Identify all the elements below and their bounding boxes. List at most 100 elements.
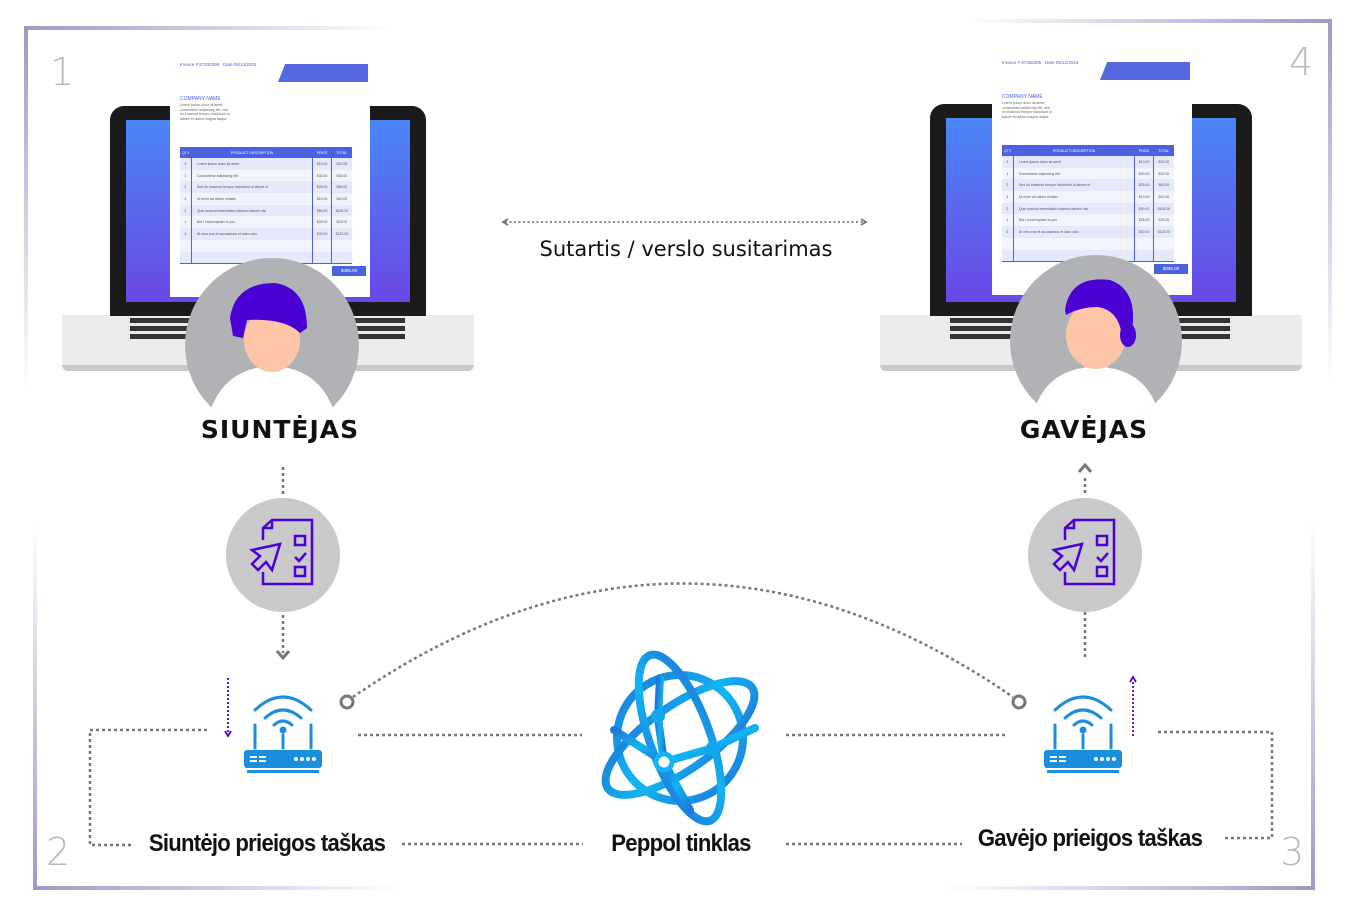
table-cell: $10.00 xyxy=(312,193,332,205)
table-cell: 2 xyxy=(180,181,192,194)
table-cell: 4 xyxy=(1002,191,1014,203)
table-cell: 2 xyxy=(180,204,192,217)
table-cell: Ut enim ad minim veniam xyxy=(1012,191,1135,203)
table-cell: $25.00 xyxy=(330,216,352,229)
table-cell: But I must explain to you xyxy=(1012,214,1135,227)
invoice-total: $395.00 xyxy=(1154,264,1188,274)
invoice-document: Invoice # 87336395 Date 05/12/2024 COMPA… xyxy=(992,50,1192,295)
document-checklist-icon-sender xyxy=(226,498,340,612)
frame-step-4 xyxy=(965,19,1332,384)
table-cell: 1 xyxy=(180,216,192,229)
table-cell: Ut enim ad minim veniam xyxy=(190,193,313,205)
receiver-label: GAVĖJAS xyxy=(1019,415,1149,444)
sender-access-point-label: Siuntėjo prieigos taškas xyxy=(148,830,386,857)
table-cell: $25.00 xyxy=(1134,214,1154,227)
table-cell: $10.00 xyxy=(1134,156,1154,168)
table-cell: Sed do eiusmod tempor incididunt ut labo… xyxy=(190,181,313,194)
table-row-empty xyxy=(1002,237,1174,250)
network-arc xyxy=(352,582,1014,699)
table-cell: $50.00 xyxy=(1134,202,1154,215)
table-cell: 4 xyxy=(180,228,192,240)
peppol-network-label: Peppol tinklas xyxy=(611,830,751,857)
table-cell: 4 xyxy=(1002,226,1014,238)
table-cell: Lorem ipsum dolor sit amet xyxy=(190,158,313,170)
person-icon xyxy=(205,283,339,432)
table-cell: $30.00 xyxy=(330,158,352,170)
sender-label: SIUNTĖJAS xyxy=(200,415,360,444)
table-cell: $30.00 xyxy=(1152,167,1174,180)
table-cell: $30.00 xyxy=(1134,226,1154,238)
router-icon-sender xyxy=(244,695,322,773)
table-cell: $25.00 xyxy=(312,181,332,194)
receiver-access-point-label: Gavėjo prieigos taškas xyxy=(977,825,1203,852)
sender-avatar xyxy=(185,258,359,432)
invoice-document: Invoice # 87330395 Date 05/12/2024 COMPA… xyxy=(170,52,370,297)
table-row-empty xyxy=(1002,249,1174,262)
table-cell: $100.00 xyxy=(330,204,352,217)
table-cell: 1 xyxy=(1002,167,1014,180)
document-checklist-icon-receiver xyxy=(1028,498,1142,612)
table-cell: Consectetur adipiscing elit xyxy=(190,169,313,182)
table-cell: 2 xyxy=(1002,179,1014,192)
table-cell: $25.00 xyxy=(312,216,332,229)
table-cell: $30.00 xyxy=(312,228,332,240)
table-cell: $10.00 xyxy=(312,158,332,170)
table-cell: Sed do eiusmod tempor incididunt ut labo… xyxy=(1012,179,1135,192)
person-icon xyxy=(1030,279,1162,427)
table-cell: $25.00 xyxy=(1134,179,1154,192)
invoice-total: $395.00 xyxy=(332,266,366,276)
table-cell: 3 xyxy=(1002,156,1014,168)
table-cell: $30.00 xyxy=(1152,156,1174,168)
agreement-label: Sutartis / verslo susitarimas xyxy=(539,237,833,261)
table-cell: $50.00 xyxy=(330,181,352,194)
globe-network-icon xyxy=(601,650,759,826)
table-cell: At vero eos et accusamus et iusto odio xyxy=(1012,226,1135,238)
table-cell: $30.00 xyxy=(330,169,352,182)
table-cell: Quis nostrud exercitation ullamco labori… xyxy=(1012,202,1135,215)
frame-step-1 xyxy=(24,26,394,391)
table-cell: $120.00 xyxy=(330,228,352,240)
table-cell: 2 xyxy=(1002,202,1014,215)
step-number-4: 4 xyxy=(1289,40,1314,84)
table-row-empty xyxy=(180,251,352,264)
table-cell: But I must explain to you xyxy=(190,216,313,229)
frame-step-3 xyxy=(945,520,1315,890)
table-cell: Consectetur adipiscing elit xyxy=(1012,167,1135,180)
table-cell: $30.00 xyxy=(1134,167,1154,180)
table-cell: $120.00 xyxy=(1152,226,1174,238)
table-cell: $50.00 xyxy=(312,204,332,217)
table-cell: $25.00 xyxy=(1152,214,1174,227)
table-cell: $10.00 xyxy=(1134,191,1154,203)
table-cell: 3 xyxy=(180,158,192,170)
router-icon-receiver xyxy=(1044,695,1122,773)
table-cell: Lorem ipsum dolor sit amet xyxy=(1012,156,1135,168)
frame-step-2 xyxy=(33,520,403,890)
table-cell: 4 xyxy=(180,193,192,205)
table-cell: $40.00 xyxy=(330,193,352,205)
step-number-1: 1 xyxy=(50,50,75,94)
table-cell: $40.00 xyxy=(1152,191,1174,203)
table-cell: 1 xyxy=(180,169,192,182)
step-number-3: 3 xyxy=(1280,830,1305,874)
table-cell: 1 xyxy=(1002,214,1014,227)
table-row-empty xyxy=(180,239,352,252)
table-cell: $100.00 xyxy=(1152,202,1174,215)
receiver-avatar xyxy=(1010,255,1182,427)
table-cell: $30.00 xyxy=(312,169,332,182)
table-cell: At vero eos et accusamus et iusto odio xyxy=(190,228,313,240)
